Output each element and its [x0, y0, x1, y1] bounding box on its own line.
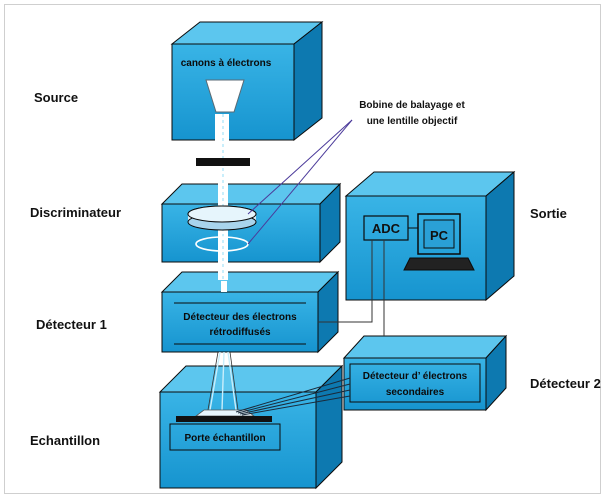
electron-gun-label: canons à électrons: [181, 58, 272, 69]
signal-wires: [318, 240, 385, 336]
source-box: [170, 20, 324, 142]
figure-frame: [4, 4, 601, 494]
pc-monitor-icon: [403, 213, 475, 271]
label-echantillon: Echantillon: [30, 433, 100, 448]
beam-to-sample: [207, 281, 239, 411]
detector1-box: [160, 270, 340, 354]
label-sortie: Sortie: [530, 206, 567, 221]
lens-disc: [187, 205, 257, 231]
pointer-lines: [247, 119, 353, 245]
detector1-line1: Détecteur des électrons: [183, 312, 297, 323]
pc-label: PC: [430, 228, 449, 243]
scan-coil-label-line2: une lentille objectif: [367, 116, 458, 127]
detector2-box: [342, 334, 508, 412]
label-detecteur2: Détecteur 2: [530, 376, 601, 391]
sample-holder-label: Porte échantillon: [184, 433, 265, 444]
label-source: Source: [34, 90, 78, 105]
adc-label: ADC: [372, 221, 401, 236]
detector2-line1: Détecteur d’ électrons: [363, 371, 468, 382]
secondary-electron-rays: [235, 377, 351, 416]
detector2-line2: secondaires: [386, 387, 445, 398]
label-detecteur1: Détecteur 1: [36, 317, 107, 332]
sample-box: [158, 364, 344, 490]
detector1-line2: rétrodiffusés: [209, 327, 271, 338]
sample-plate: [176, 416, 272, 422]
label-discriminateur: Discriminateur: [30, 205, 121, 220]
output-box: [344, 170, 516, 302]
aperture-bar: [196, 158, 250, 166]
electron-gun-icon: [205, 79, 245, 113]
scan-coil-label-line1: Bobine de balayage et: [359, 100, 465, 111]
